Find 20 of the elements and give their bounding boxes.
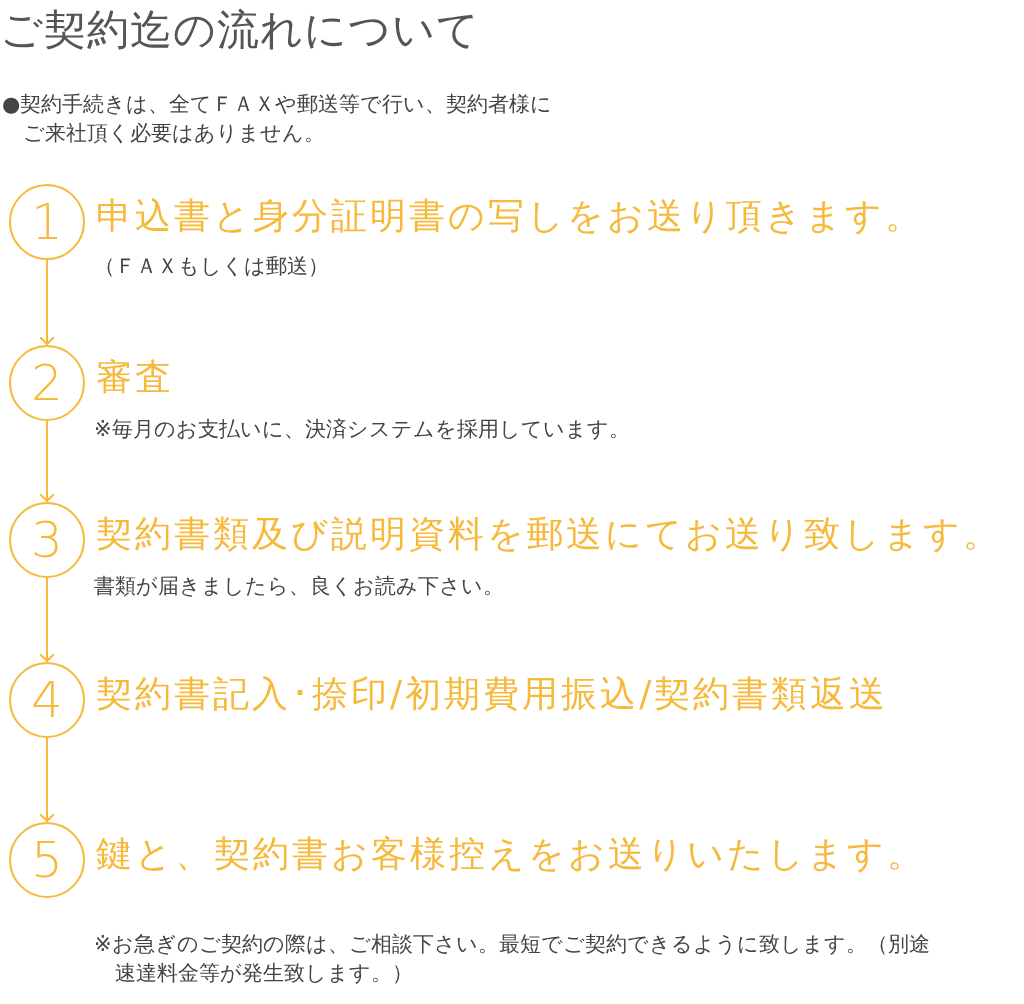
arrow (39, 259, 55, 345)
page-title: ご契約迄の流れについて (0, 4, 480, 56)
step-note: 書類が届きましたら、良くお読み下さい。 (94, 573, 505, 600)
step-note: ※毎月のお支払いに、決済システムを採用しています。 (94, 416, 631, 443)
step-heading: 審査 (96, 357, 174, 397)
arrow (39, 577, 55, 662)
step-circle: 5 (9, 822, 85, 898)
step-heading: 契約書記入･捺印/初期費用振込/契約書類返送 (96, 674, 889, 714)
footnote: ※お急ぎのご契約の際は、ご相談下さい。最短でご契約できるように致します。（別途速達料金等が発生致します。） (94, 931, 931, 988)
step-heading: 申込書と身分証明書の写しをお送り頂きます。 (96, 196, 924, 236)
step-heading: 契約書類及び説明資料を郵送にてお送り致します。 (96, 514, 1002, 554)
step-circle: 1 (9, 184, 85, 260)
step-circle: 4 (9, 662, 85, 738)
step-heading: 鍵と、契約書お客様控えをお送りいたします。 (96, 834, 926, 874)
step-note: （ＦＡＸもしくは郵送） (94, 253, 330, 280)
step-circle: 2 (9, 345, 85, 421)
intro-note: ●契約手続きは、全てＦＡＸや郵送等で行い、契約者様にご来社頂く必要はありません。 (2, 91, 554, 148)
arrow (39, 737, 55, 822)
arrow (39, 420, 55, 502)
step-circle: 3 (9, 502, 85, 578)
